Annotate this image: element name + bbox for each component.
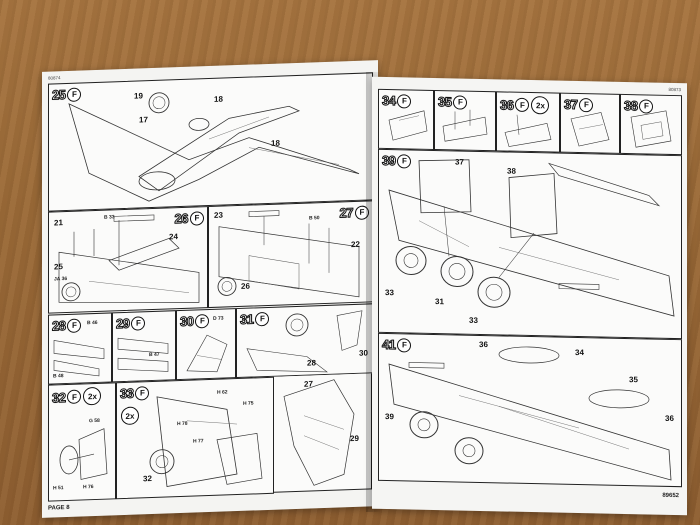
step-25-panel: 25 F 19 18 17 18 [48, 72, 373, 212]
part-code: H 76 [83, 484, 94, 491]
step-28-panel: 28 F B 46 B 48 [48, 312, 112, 385]
step-33-drawing [149, 396, 263, 487]
step-32-panel: 32 F 2x G 58 H 51 H 76 [48, 382, 116, 502]
part-label: 27 [304, 379, 313, 389]
part-label: 35 [629, 375, 638, 385]
part-label: 17 [139, 115, 148, 125]
part-code: B 48 [53, 373, 64, 380]
step-31-panel: 31 F 28 30 [236, 303, 373, 379]
part-code: D 73 [213, 315, 224, 322]
step-32-drawing [59, 428, 108, 480]
part-label: 28 [307, 358, 316, 368]
step-29-panel: 29 F B 47 [112, 310, 176, 383]
part-label: 19 [134, 91, 143, 101]
part-code: B 33 [104, 214, 115, 221]
part-label: 29 [350, 433, 359, 444]
part-code: H 62 [217, 389, 228, 396]
step-39-panel: 39 F 37 38 33 [378, 148, 682, 340]
part-label: 33 [469, 315, 478, 325]
right-footer-code: 89652 [662, 492, 679, 500]
part-code: H 78 [177, 420, 188, 428]
part-label: 21 [54, 218, 63, 228]
step-35-panel: 35 F [434, 89, 496, 152]
part-label: 18 [214, 94, 223, 104]
step-35-drawing [442, 109, 488, 142]
part-label: 25 [54, 262, 63, 272]
part-code: H 51 [53, 485, 64, 492]
step-26-drawing [58, 214, 200, 303]
part-label: 23 [214, 210, 223, 220]
left-page: 80874 25 F 19 18 17 18 [42, 60, 378, 518]
step-25-drawing [68, 92, 360, 202]
part-label: 33 [385, 287, 394, 298]
part-label: 34 [575, 347, 584, 358]
part-label: 31 [435, 297, 444, 307]
step-26-panel: 26 F 21 24 25 B 33 JA 36 [48, 206, 208, 314]
step-33-panel: 33 F 2x 32 H 62 H 75 H 77 H 78 [116, 376, 274, 500]
step-30-panel: 30 F D 73 [176, 308, 236, 381]
right-page: 80873 34 F 35 F 36 [372, 76, 687, 516]
step-27-drawing [217, 210, 360, 298]
step-34-panel: 34 F [378, 88, 434, 150]
step-30-drawing [186, 334, 228, 373]
part-code: B 46 [87, 319, 98, 327]
step-36-drawing [504, 114, 552, 147]
part-label: 32 [143, 474, 152, 484]
step-27-panel: 27 F 23 22 26 B 50 [208, 200, 373, 309]
right-header-code: 80873 [668, 86, 681, 93]
part-code: G 58 [89, 417, 100, 425]
step-38-panel: 38 F [620, 93, 682, 156]
step-38-drawing [630, 110, 672, 148]
step-34-drawing [388, 110, 428, 141]
part-code: JA 36 [54, 275, 68, 283]
step-28-drawing [53, 340, 105, 377]
step-41-drawing [388, 346, 672, 481]
step-39-drawing [388, 159, 675, 317]
part-label: 38 [507, 166, 516, 176]
step-31-continuation: 27 29 [274, 373, 372, 493]
step-29-drawing [117, 337, 169, 372]
part-code: B 47 [149, 351, 160, 359]
step-37-panel: 37 F [560, 92, 620, 154]
part-label: 26 [241, 281, 250, 291]
page-number: PAGE 8 [48, 504, 70, 512]
part-label: 36 [665, 413, 674, 424]
step-41-panel: 41 F 36 34 35 39 36 [378, 332, 682, 488]
part-code: B 50 [309, 215, 320, 222]
part-label: 24 [169, 232, 178, 242]
part-code: H 75 [243, 400, 254, 407]
step-31-drawing [246, 310, 363, 373]
left-header-code: 80874 [48, 75, 61, 81]
step-37-drawing [570, 112, 610, 147]
part-label: 36 [479, 339, 488, 350]
part-code: H 77 [193, 438, 204, 445]
part-label: 37 [455, 157, 464, 167]
part-label: 18 [271, 138, 280, 148]
step-31-continuation-drawing [283, 379, 355, 486]
step-36-panel: 36 F 2x [496, 91, 560, 153]
part-label: 39 [385, 411, 394, 422]
part-label: 22 [351, 239, 360, 250]
